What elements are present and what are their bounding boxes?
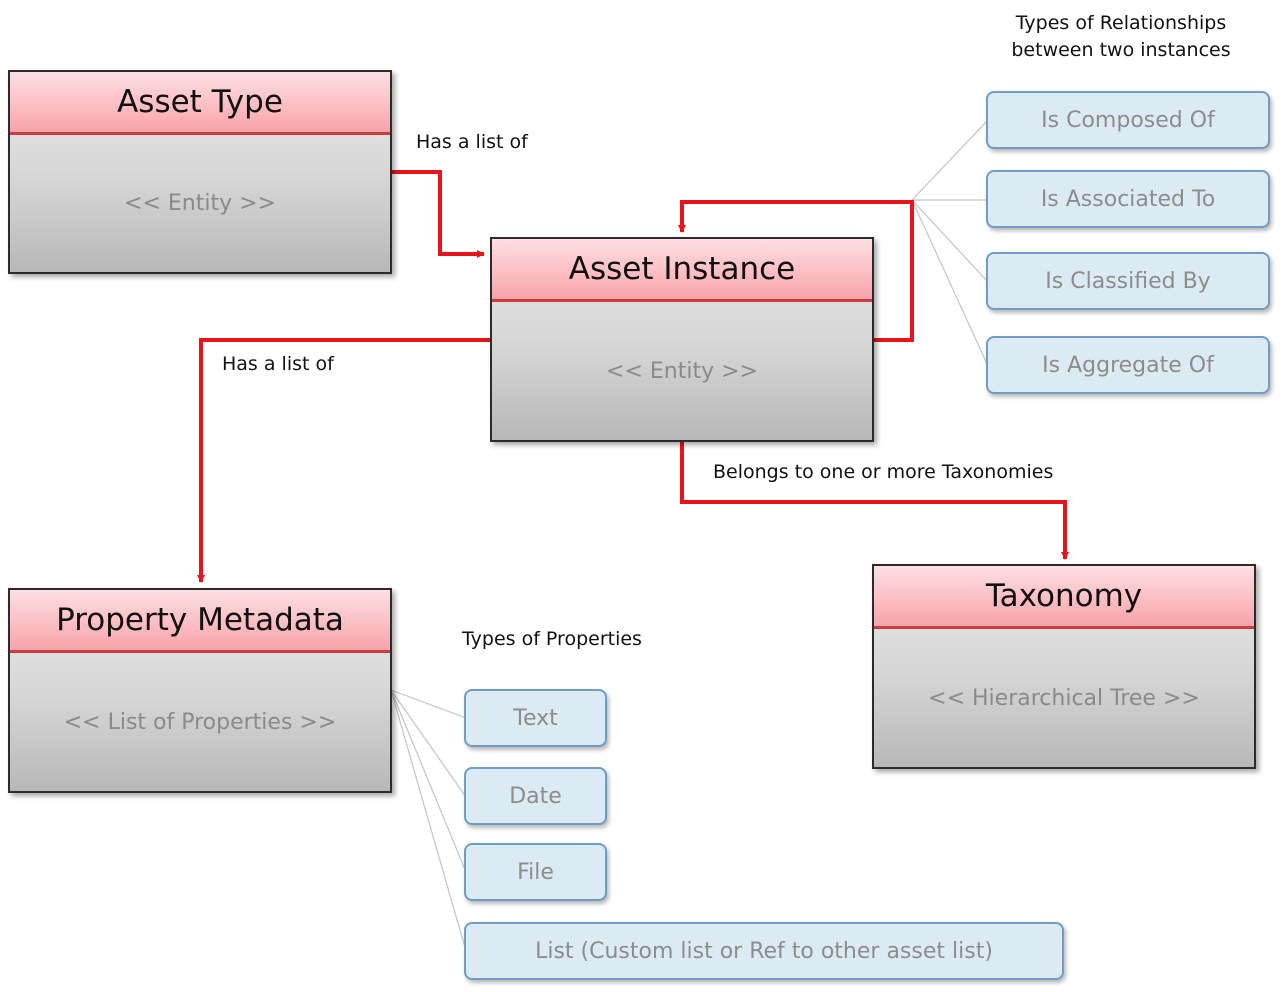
- leader-line: [390, 689, 467, 719]
- relationships-heading-line1: Types of Relationships: [1015, 12, 1227, 34]
- asset-instance-body: << Entity >>: [606, 358, 758, 384]
- leader-line: [911, 199, 989, 283]
- relationship-is-composed-of[interactable]: Is Composed Of: [986, 91, 1270, 149]
- relationship-leader-lines: [911, 119, 989, 367]
- property-type-file[interactable]: File: [464, 843, 607, 901]
- connector-instance-to-properties: [197, 338, 491, 583]
- taxonomy-entity[interactable]: Taxonomy << Hierarchical Tree >>: [872, 564, 1256, 769]
- property-metadata-entity[interactable]: Property Metadata << List of Properties …: [8, 588, 392, 793]
- properties-heading: Types of Properties: [462, 628, 642, 650]
- relationship-is-classified-by[interactable]: Is Classified By: [986, 252, 1270, 310]
- property-type-date[interactable]: Date: [464, 767, 607, 825]
- asset-instance-entity[interactable]: Asset Instance << Entity >>: [490, 237, 874, 442]
- property-metadata-body: << List of Properties >>: [63, 709, 337, 735]
- type-to-instance-label: Has a list of: [416, 131, 528, 153]
- instance-to-taxonomy-label: Belongs to one or more Taxonomies: [713, 461, 1054, 483]
- asset-type-title: Asset Type: [10, 72, 390, 135]
- leader-line: [390, 689, 467, 952]
- relationship-is-aggregate-of[interactable]: Is Aggregate Of: [986, 336, 1270, 394]
- instance-to-properties-label: Has a list of: [222, 353, 334, 375]
- red-connectors: [197, 170, 1069, 583]
- asset-instance-title: Asset Instance: [492, 239, 872, 302]
- relationship-is-associated-to[interactable]: Is Associated To: [986, 170, 1270, 228]
- taxonomy-body: << Hierarchical Tree >>: [928, 685, 1200, 711]
- leader-line: [911, 199, 989, 367]
- relationships-heading: Types of Relationships between two insta…: [980, 12, 1262, 61]
- leader-line: [390, 689, 467, 873]
- asset-type-entity[interactable]: Asset Type << Entity >>: [8, 70, 392, 274]
- property-type-text[interactable]: Text: [464, 689, 607, 747]
- property-leader-lines: [390, 689, 467, 952]
- leader-line: [390, 689, 467, 798]
- leader-line: [911, 119, 989, 201]
- relationships-heading-line2: between two instances: [1011, 39, 1231, 61]
- connector-instance-to-taxonomy: [680, 441, 1069, 560]
- property-type-list[interactable]: List (Custom list or Ref to other asset …: [464, 922, 1064, 980]
- property-metadata-title: Property Metadata: [10, 590, 390, 653]
- asset-type-body: << Entity >>: [124, 191, 276, 216]
- connector-type-to-instance: [391, 170, 485, 258]
- taxonomy-title: Taxonomy: [874, 566, 1254, 629]
- connector-instance-self-loop: [678, 200, 914, 342]
